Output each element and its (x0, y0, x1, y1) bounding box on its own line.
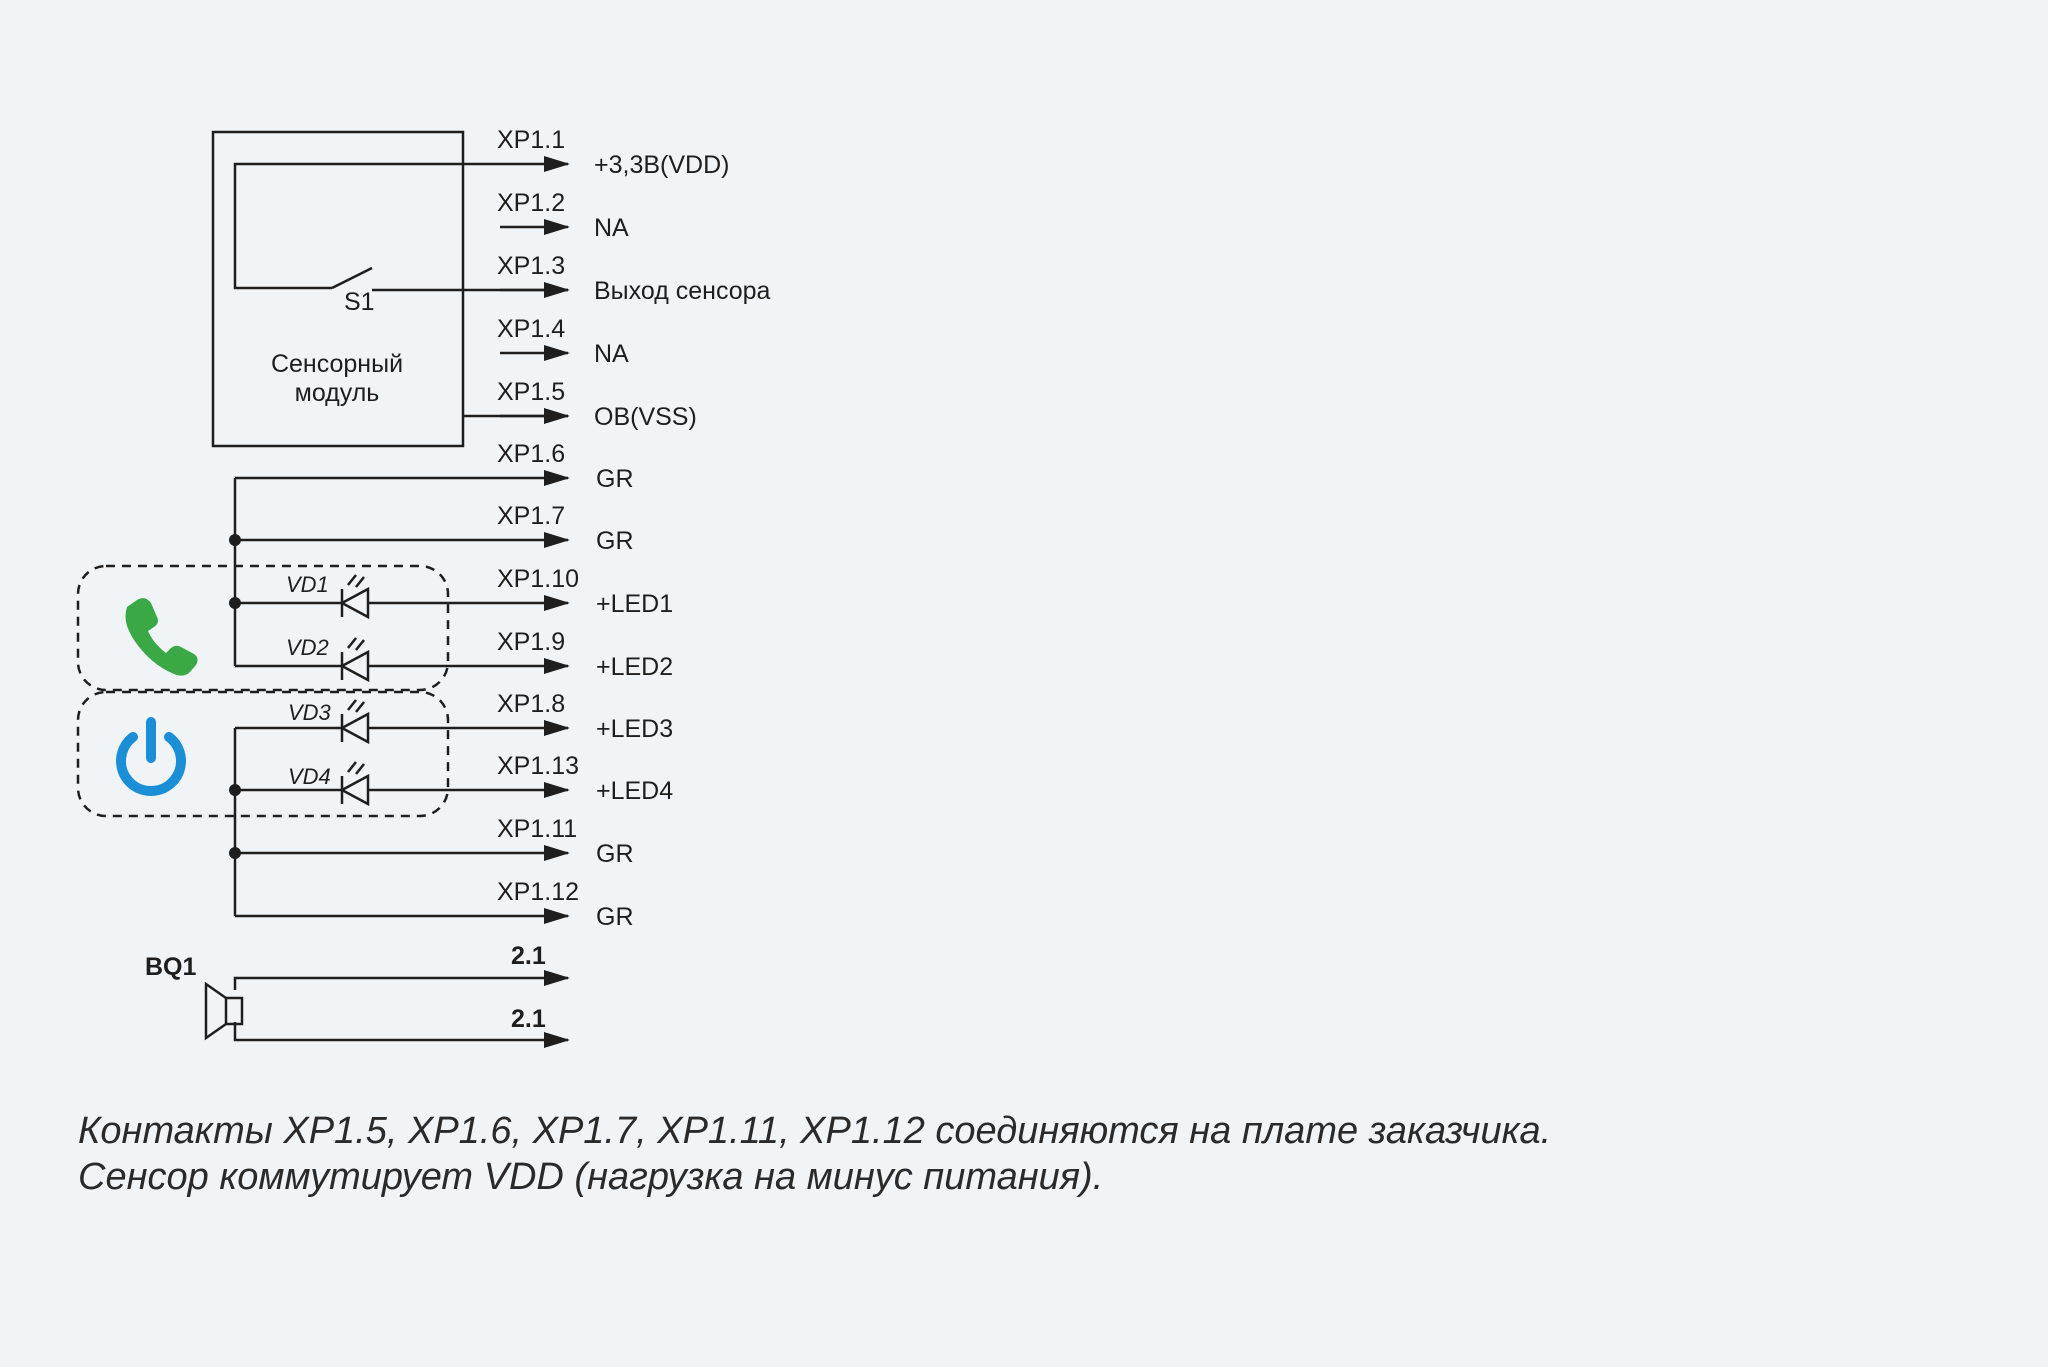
signal-label: +3,3В(VDD) (594, 151, 729, 179)
pin-label: XP1.5 (497, 378, 565, 406)
signal-label: +LED4 (596, 777, 673, 805)
signal-label: GR (596, 465, 634, 493)
signal-label: +LED2 (596, 653, 673, 681)
junction-dot (229, 784, 241, 796)
power-icon (116, 717, 186, 796)
footnote: Контакты XP1.5, XP1.6, XP1.7, XP1.11, XP… (78, 1108, 1978, 1200)
diode-vd2 (339, 637, 370, 683)
pin-label: XP1.1 (497, 126, 565, 154)
buzzer-pin-top: 2.1 (511, 942, 546, 970)
diode-vd4 (339, 761, 370, 807)
junction-dot (229, 597, 241, 609)
signal-label: GR (596, 903, 634, 931)
switch-label: S1 (344, 288, 375, 316)
pin-label: XP1.7 (497, 502, 565, 530)
junction-dot (229, 534, 241, 546)
pin-label: XP1.10 (497, 565, 579, 593)
signal-label: GR (596, 840, 634, 868)
pin-label: XP1.13 (497, 752, 579, 780)
vdd-loop-wire (233, 162, 500, 290)
module-label-line2: модуль (295, 379, 380, 407)
buzzer-icon (204, 981, 244, 1041)
diode-vd3 (339, 699, 370, 745)
led-label-vd3: VD3 (288, 700, 332, 725)
buzzer-pin-bottom: 2.1 (511, 1005, 546, 1033)
pin-labels: XP1.1 XP1.2 XP1.3 XP1.4 XP1.5 XP1.6 XP1.… (497, 126, 579, 906)
led-group-phone (76, 564, 450, 692)
pin-label: XP1.3 (497, 252, 565, 280)
phone-icon (125, 598, 198, 676)
signal-label: Выход сенсора (594, 277, 771, 305)
footnote-line-2: Сенсор коммутирует VDD (нагрузка на мину… (78, 1156, 1104, 1198)
buzzer-label: BQ1 (145, 953, 197, 981)
led-label-vd1: VD1 (286, 572, 329, 597)
signal-label: +LED1 (596, 590, 673, 618)
signal-labels: +3,3В(VDD) NA Выход сенсора NA OB(VSS) G… (594, 151, 771, 931)
led-label-vd2: VD2 (286, 635, 329, 660)
signal-label: GR (596, 527, 634, 555)
pin-label: XP1.4 (497, 315, 565, 343)
junction-dot (229, 847, 241, 859)
signal-label: NA (594, 214, 629, 242)
led-label-vd4: VD4 (288, 764, 331, 789)
signal-label: NA (594, 340, 629, 368)
wire-bq1-top (233, 970, 570, 990)
diode-vd1 (339, 574, 370, 620)
pin-label: XP1.2 (497, 189, 565, 217)
led-group-power (76, 690, 450, 818)
pin-label: XP1.9 (497, 628, 565, 656)
signal-label: +LED3 (596, 715, 673, 743)
pin-label: XP1.11 (497, 815, 577, 843)
footnote-line-1: Контакты XP1.5, XP1.6, XP1.7, XP1.11, XP… (78, 1110, 1552, 1152)
pin-label: XP1.8 (497, 690, 565, 718)
switch-s1 (331, 266, 373, 290)
wire-bq1-bottom (233, 1022, 570, 1048)
pin-label: XP1.12 (497, 878, 579, 906)
pin-label: XP1.6 (497, 440, 565, 468)
signal-label: OB(VSS) (594, 403, 697, 431)
module-label-line1: Сенсорный (271, 350, 403, 378)
